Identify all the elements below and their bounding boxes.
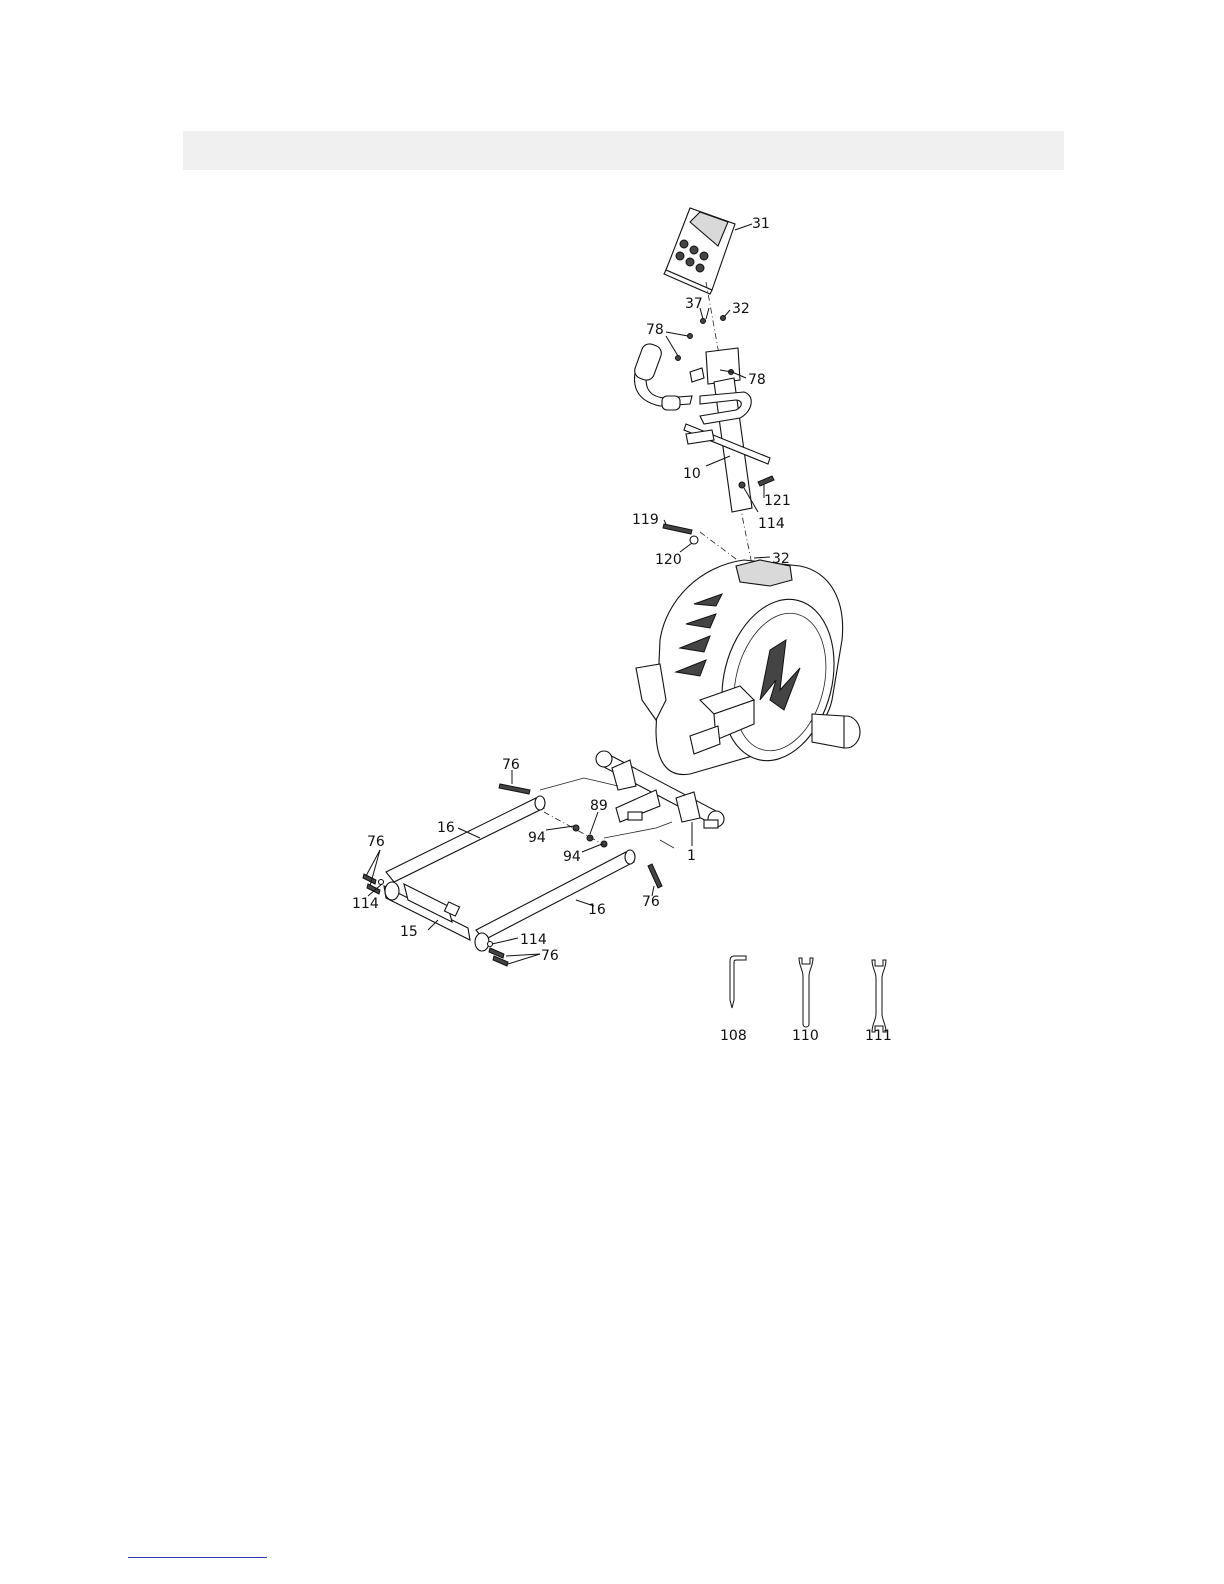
callout-76-left: 76 [367,834,385,850]
callout-94-left: 94 [528,830,546,846]
rear-stabilizer-part [384,882,489,951]
callout-114-post: 114 [758,516,785,532]
callout-78-left: 78 [646,322,664,338]
callout-31: 31 [752,216,770,232]
tool-label-111: 111 [865,1028,892,1044]
callout-89: 89 [590,798,608,814]
tool-label-110: 110 [792,1028,819,1044]
console-part [664,208,735,294]
callout-37: 37 [685,296,703,312]
callout-120: 120 [655,552,682,568]
callout-32-upper: 32 [732,301,750,317]
handlebar-post-part [632,342,770,512]
callout-16-upper: 16 [437,820,455,836]
footer-link[interactable] [128,1557,267,1558]
wrench-icon [799,958,813,1027]
callout-76-top: 76 [502,757,520,773]
callout-94-right: 94 [563,849,581,865]
callout-114-left: 114 [352,896,379,912]
callout-32-lower: 32 [772,551,790,567]
double-wrench-icon [872,960,886,1032]
main-frame-part [636,560,860,775]
callout-1: 1 [687,848,696,864]
rail-part [386,796,635,940]
callout-114-rear: 114 [520,932,547,948]
callout-76-right: 76 [642,894,660,910]
callout-119: 119 [632,512,659,528]
callout-15: 15 [400,924,418,940]
callout-76-rear: 76 [541,948,559,964]
allen-key-icon [730,956,746,1008]
callout-10: 10 [683,466,701,482]
tool-label-108: 108 [720,1028,747,1044]
callout-16-lower: 16 [588,902,606,918]
callout-78-right: 78 [748,372,766,388]
callout-121: 121 [764,493,791,509]
